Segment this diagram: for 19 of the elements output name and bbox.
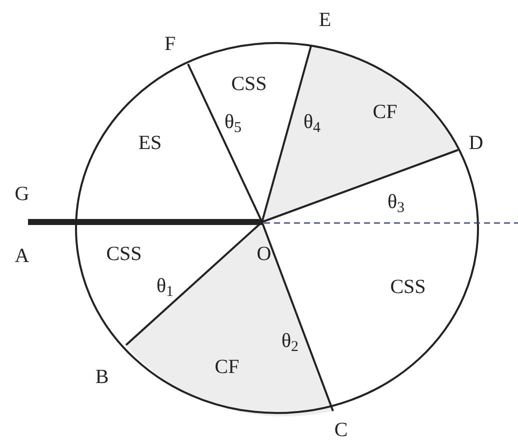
point-label: A [14, 246, 30, 266]
angle-label: θ$_{1}$ [156, 276, 174, 296]
point-label: D [468, 133, 484, 153]
point-label: E [318, 10, 332, 30]
point-label: O [256, 244, 272, 264]
point-label: G [14, 184, 30, 204]
angle-label: θ$_{2}$ [281, 331, 299, 351]
angle-label: θ$_{5}$ [224, 112, 242, 132]
point-label: B [95, 367, 109, 387]
point-label: F [164, 34, 176, 54]
region-label: CF [214, 357, 240, 377]
region-label: CSS [106, 244, 142, 264]
region-label: CSS [390, 277, 426, 297]
region-label: CF [372, 102, 398, 122]
angle-label: θ$_{4}$ [303, 112, 321, 132]
region-label: CSS [231, 74, 267, 94]
point-label: C [334, 420, 348, 440]
angle-label: θ$_{3}$ [387, 192, 405, 212]
region-label: ES [138, 133, 162, 153]
